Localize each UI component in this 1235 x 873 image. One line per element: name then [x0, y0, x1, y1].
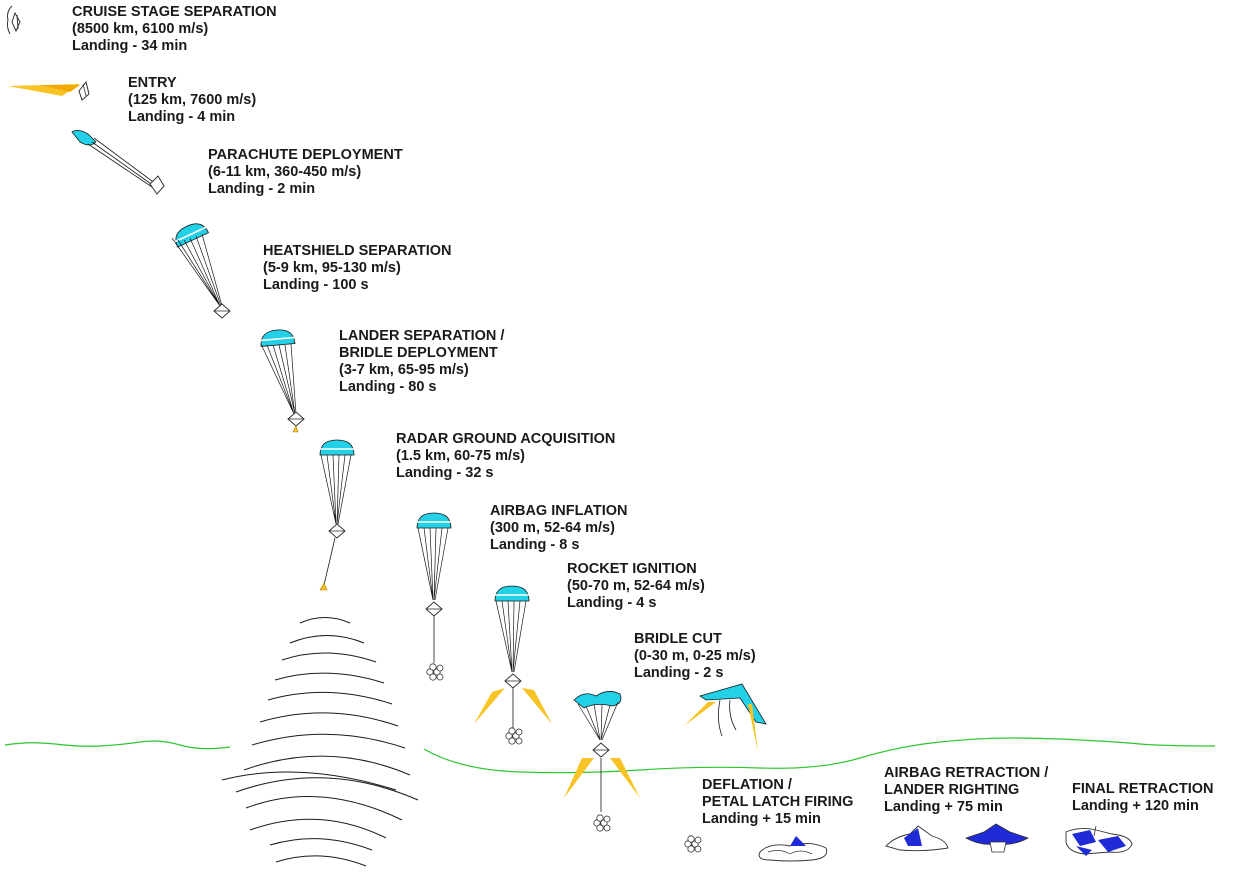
stage-timing: Landing - 34 min: [72, 38, 188, 54]
stage-conditions: (0-30 m, 0-25 m/s): [634, 648, 756, 664]
stage-timing: Landing - 4 min: [128, 109, 236, 125]
stage-label-cruise-separation: CRUISE STAGE SEPARATION (8500 km, 6100 m…: [72, 4, 277, 55]
stage-timing: Landing - 8 s: [490, 537, 580, 553]
stage-label-radar-acquisition: RADAR GROUND ACQUISITION (1.5 km, 60-75 …: [396, 431, 615, 482]
stage-conditions: (1.5 km, 60-75 m/s): [396, 448, 525, 464]
stage-timing: Landing + 120 min: [1072, 798, 1199, 814]
deflation-icon: [684, 835, 828, 862]
stage-label-final-retraction: FINAL RETRACTION Landing + 120 min: [1072, 781, 1214, 815]
backshell-flyaway-icon: [684, 683, 767, 752]
stage-timing: Landing - 2 min: [208, 181, 316, 197]
stage-title: AIRBAG INFLATION: [490, 503, 628, 519]
stage-label-lander-separation: LANDER SEPARATION / BRIDLE DEPLOYMENT (3…: [339, 328, 504, 396]
stage-timing: Landing - 4 s: [567, 595, 657, 611]
stage-timing: Landing - 100 s: [263, 277, 369, 293]
stage-label-entry: ENTRY (125 km, 7600 m/s) Landing - 4 min: [128, 75, 256, 126]
entry-capsule-icon: [8, 80, 90, 101]
stage-label-deflation: DEFLATION / PETAL LATCH FIRING Landing +…: [702, 777, 853, 828]
stage-label-heatshield-separation: HEATSHIELD SEPARATION (5-9 km, 95-130 m/…: [263, 243, 452, 294]
stage-title: LANDER SEPARATION /: [339, 328, 505, 344]
radar-acquisition-icon: [319, 439, 355, 591]
stage-title: ROCKET IGNITION: [567, 561, 697, 577]
stage-timing: Landing - 2 s: [634, 665, 724, 681]
stage-title-line2: BRIDLE DEPLOYMENT: [339, 345, 498, 361]
stage-label-airbag-inflation: AIRBAG INFLATION (300 m, 52-64 m/s) Land…: [490, 503, 627, 554]
stage-label-airbag-retraction: AIRBAG RETRACTION / LANDER RIGHTING Land…: [884, 765, 1048, 816]
stage-timing: Landing - 32 s: [396, 465, 494, 481]
stage-label-bridle-cut: BRIDLE CUT (0-30 m, 0-25 m/s) Landing - …: [634, 631, 756, 682]
stage-timing: Landing + 75 min: [884, 799, 1003, 815]
stage-title: FINAL RETRACTION: [1072, 781, 1214, 797]
stage-title: BRIDLE CUT: [634, 631, 722, 647]
stage-conditions: (50-70 m, 52-64 m/s): [567, 578, 705, 594]
rocket-ignition-icon: [474, 585, 552, 745]
stage-timing: Landing + 15 min: [702, 811, 821, 827]
stage-title: HEATSHIELD SEPARATION: [263, 243, 452, 259]
stage-conditions: (8500 km, 6100 m/s): [72, 21, 209, 37]
stage-label-rocket-ignition: ROCKET IGNITION (50-70 m, 52-64 m/s) Lan…: [567, 561, 705, 612]
stage-timing: Landing - 80 s: [339, 379, 437, 395]
stage-title: CRUISE STAGE SEPARATION: [72, 4, 277, 20]
radar-waves: [221, 617, 419, 867]
stage-title-line2: PETAL LATCH FIRING: [702, 794, 854, 810]
cruise-stage-icon: [6, 5, 21, 35]
stage-title: AIRBAG RETRACTION /: [884, 765, 1049, 781]
airbag-inflation-icon: [416, 512, 452, 681]
heatshield-separation-icon: [170, 218, 231, 319]
stage-title-line2: LANDER RIGHTING: [884, 782, 1020, 798]
parachute-deployment-icon: [71, 130, 165, 195]
final-retraction-icon: [1065, 825, 1133, 856]
stage-title: DEFLATION /: [702, 777, 792, 793]
lander-righting-icon: [885, 823, 1029, 853]
stage-conditions: (300 m, 52-64 m/s): [490, 520, 615, 536]
stage-label-parachute-deployment: PARACHUTE DEPLOYMENT (6-11 km, 360-450 m…: [208, 147, 403, 198]
stage-conditions: (125 km, 7600 m/s): [128, 92, 257, 108]
lander-separation-icon: [259, 327, 305, 433]
stage-title: PARACHUTE DEPLOYMENT: [208, 147, 403, 163]
stage-title: RADAR GROUND ACQUISITION: [396, 431, 616, 447]
bridle-cut-icon: [564, 691, 640, 832]
stage-conditions: (3-7 km, 65-95 m/s): [339, 362, 469, 378]
stage-conditions: (5-9 km, 95-130 m/s): [263, 260, 401, 276]
ground-line: [4, 737, 1216, 774]
stage-conditions: (6-11 km, 360-450 m/s): [208, 164, 362, 180]
stage-title: ENTRY: [128, 75, 177, 91]
